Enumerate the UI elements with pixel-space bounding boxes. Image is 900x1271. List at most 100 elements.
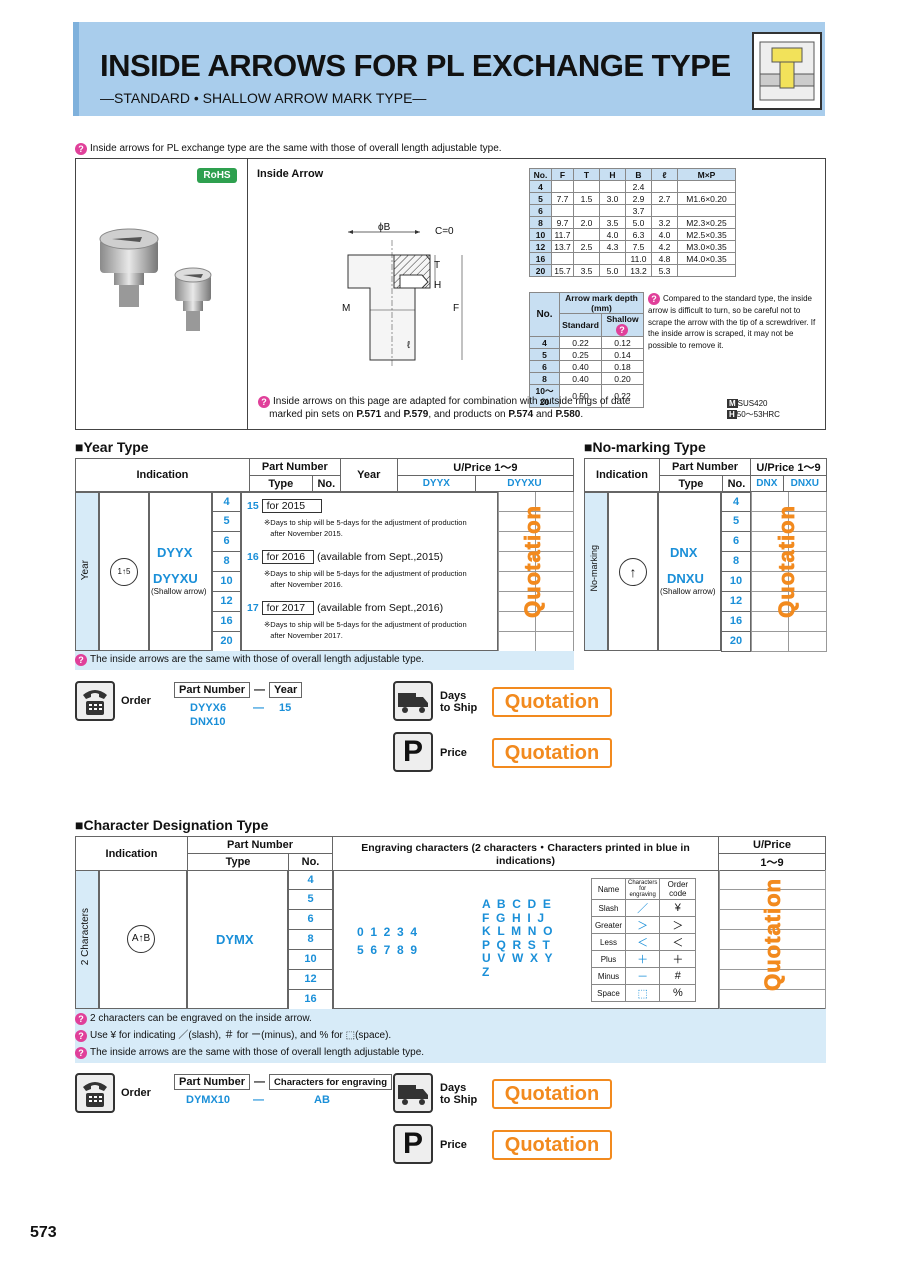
order-label-2: Order (121, 1087, 151, 1099)
type-dnx: DNX (670, 545, 698, 560)
order-example-table: Part Number — Year (173, 682, 303, 698)
spec-cell: 3.5 (573, 264, 600, 277)
spec-cell: 4.2 (651, 240, 678, 253)
price-grid-cell (719, 990, 826, 1010)
dim-c: C=0 (435, 226, 454, 237)
price-grid-cell (789, 592, 827, 612)
spec-cell: 4.8 (651, 252, 678, 265)
price-grid-cell (751, 632, 789, 652)
order-example-part: DYYX6 (190, 702, 227, 714)
divider (247, 158, 248, 430)
price-grid-cell (536, 512, 574, 532)
code-header: Characters for engraving (624, 878, 661, 900)
spec-cell (651, 180, 678, 193)
spec-cell: 6.3 (625, 228, 652, 241)
price-grid-cell (751, 492, 789, 512)
caution-note: ?Compared to the standard type, the insi… (648, 293, 816, 350)
price-grid-cell (498, 512, 536, 532)
spec-cell: 3.0 (599, 192, 626, 205)
part-no-cell: 16 (288, 990, 333, 1010)
year-16-note: ※Days to ship will be 5-days for the adj… (264, 569, 467, 589)
char-quotation: Quotation (760, 878, 786, 992)
table-row: Less＜＜ (591, 933, 697, 951)
code-cell: Less (591, 933, 626, 951)
code-cell: ⬚ (624, 984, 661, 1002)
spec-cell (573, 180, 600, 193)
spec-cell (573, 204, 600, 217)
code-cell: － (624, 967, 661, 985)
header-banner (73, 22, 825, 116)
price-icon: P (393, 1124, 433, 1164)
page-link[interactable]: P.574 (508, 408, 534, 420)
page-link[interactable]: P.571 (356, 408, 382, 420)
code-cell: ¥ (659, 899, 697, 917)
char-notes: ?2 characters can be engraved on the ins… (75, 1009, 826, 1063)
dim-t: T (434, 260, 441, 271)
char-side-band (75, 870, 99, 1009)
year-type-title: ■Year Type (75, 439, 149, 455)
part-no-cell: 8 (288, 930, 333, 950)
depth-cell: 4 (529, 336, 560, 349)
nomark-side-band (584, 492, 608, 651)
depth-cell: 8 (529, 372, 560, 385)
order-example-table-2: Part Number — Characters for engraving (173, 1074, 393, 1090)
spec-cell: 13.7 (551, 240, 574, 253)
spec-cell: 5 (529, 192, 552, 205)
price-label: Price (440, 747, 467, 759)
part-no-cell: 20 (721, 632, 751, 652)
spec-cell: 1.5 (573, 192, 600, 205)
spec-cell: 16 (529, 252, 552, 265)
spec-cell: 2.5 (573, 240, 600, 253)
depth-cell: 6 (529, 360, 560, 373)
dim-f: F (453, 303, 460, 314)
char-type-table: Indication Part Number Engraving charact… (75, 836, 826, 871)
spec-cell: M3.0×0.35 (677, 240, 736, 253)
info-icon: ? (258, 396, 270, 408)
order-example-part-3: DYMX10 (186, 1094, 231, 1106)
price-grid-cell (789, 552, 827, 572)
shallow-note: (Shallow arrow) (151, 587, 207, 596)
spec-cell: 7.5 (625, 240, 652, 253)
spec-header: B (625, 168, 652, 181)
depth-cell: 0.14 (601, 348, 644, 361)
part-no-cell: 5 (288, 890, 333, 910)
price-grid-cell (536, 572, 574, 592)
dim-m: M (342, 303, 351, 314)
table-row: Plus＋＋ (591, 950, 697, 968)
part-no-cell: 16 (721, 612, 751, 632)
code-cell: ＜ (659, 933, 697, 951)
page-link[interactable]: P.579 (403, 408, 429, 420)
year-cell (241, 492, 498, 651)
part-no-cell: 12 (721, 592, 751, 612)
code-cell: Greater (591, 916, 626, 934)
char-indication-icon: A↑B (127, 925, 155, 953)
part-no-cell: 4 (212, 492, 241, 512)
inside-arrow-label: Inside Arrow (257, 168, 324, 180)
product-thumbnail-icon (752, 32, 822, 110)
page-link[interactable]: P.580 (555, 408, 581, 420)
spec-header: ℓ (651, 168, 678, 181)
part-no-cell: 4 (288, 870, 333, 890)
nomark-indication-cell (608, 492, 658, 651)
spec-header: T (573, 168, 600, 181)
depth-title: Arrow mark depth (mm) (559, 292, 644, 314)
price-quotation: Quotation (492, 738, 612, 768)
price-grid-cell (719, 950, 826, 970)
price-grid-cell (789, 612, 827, 632)
part-no-cell: 6 (212, 532, 241, 552)
char-side-label: 2 Characters (80, 908, 91, 966)
truck-icon (393, 1073, 433, 1113)
dim-h: H (434, 280, 442, 291)
price-grid-cell (498, 592, 536, 612)
depth-cell: 0.22 (601, 384, 644, 408)
order-example-year: 15 (279, 702, 292, 714)
nomark-type-title: ■No-marking Type (584, 439, 706, 455)
spec-cell: 3.2 (651, 216, 678, 229)
type-dnxu: DNXU (667, 571, 704, 586)
price-grid-cell (498, 492, 536, 512)
